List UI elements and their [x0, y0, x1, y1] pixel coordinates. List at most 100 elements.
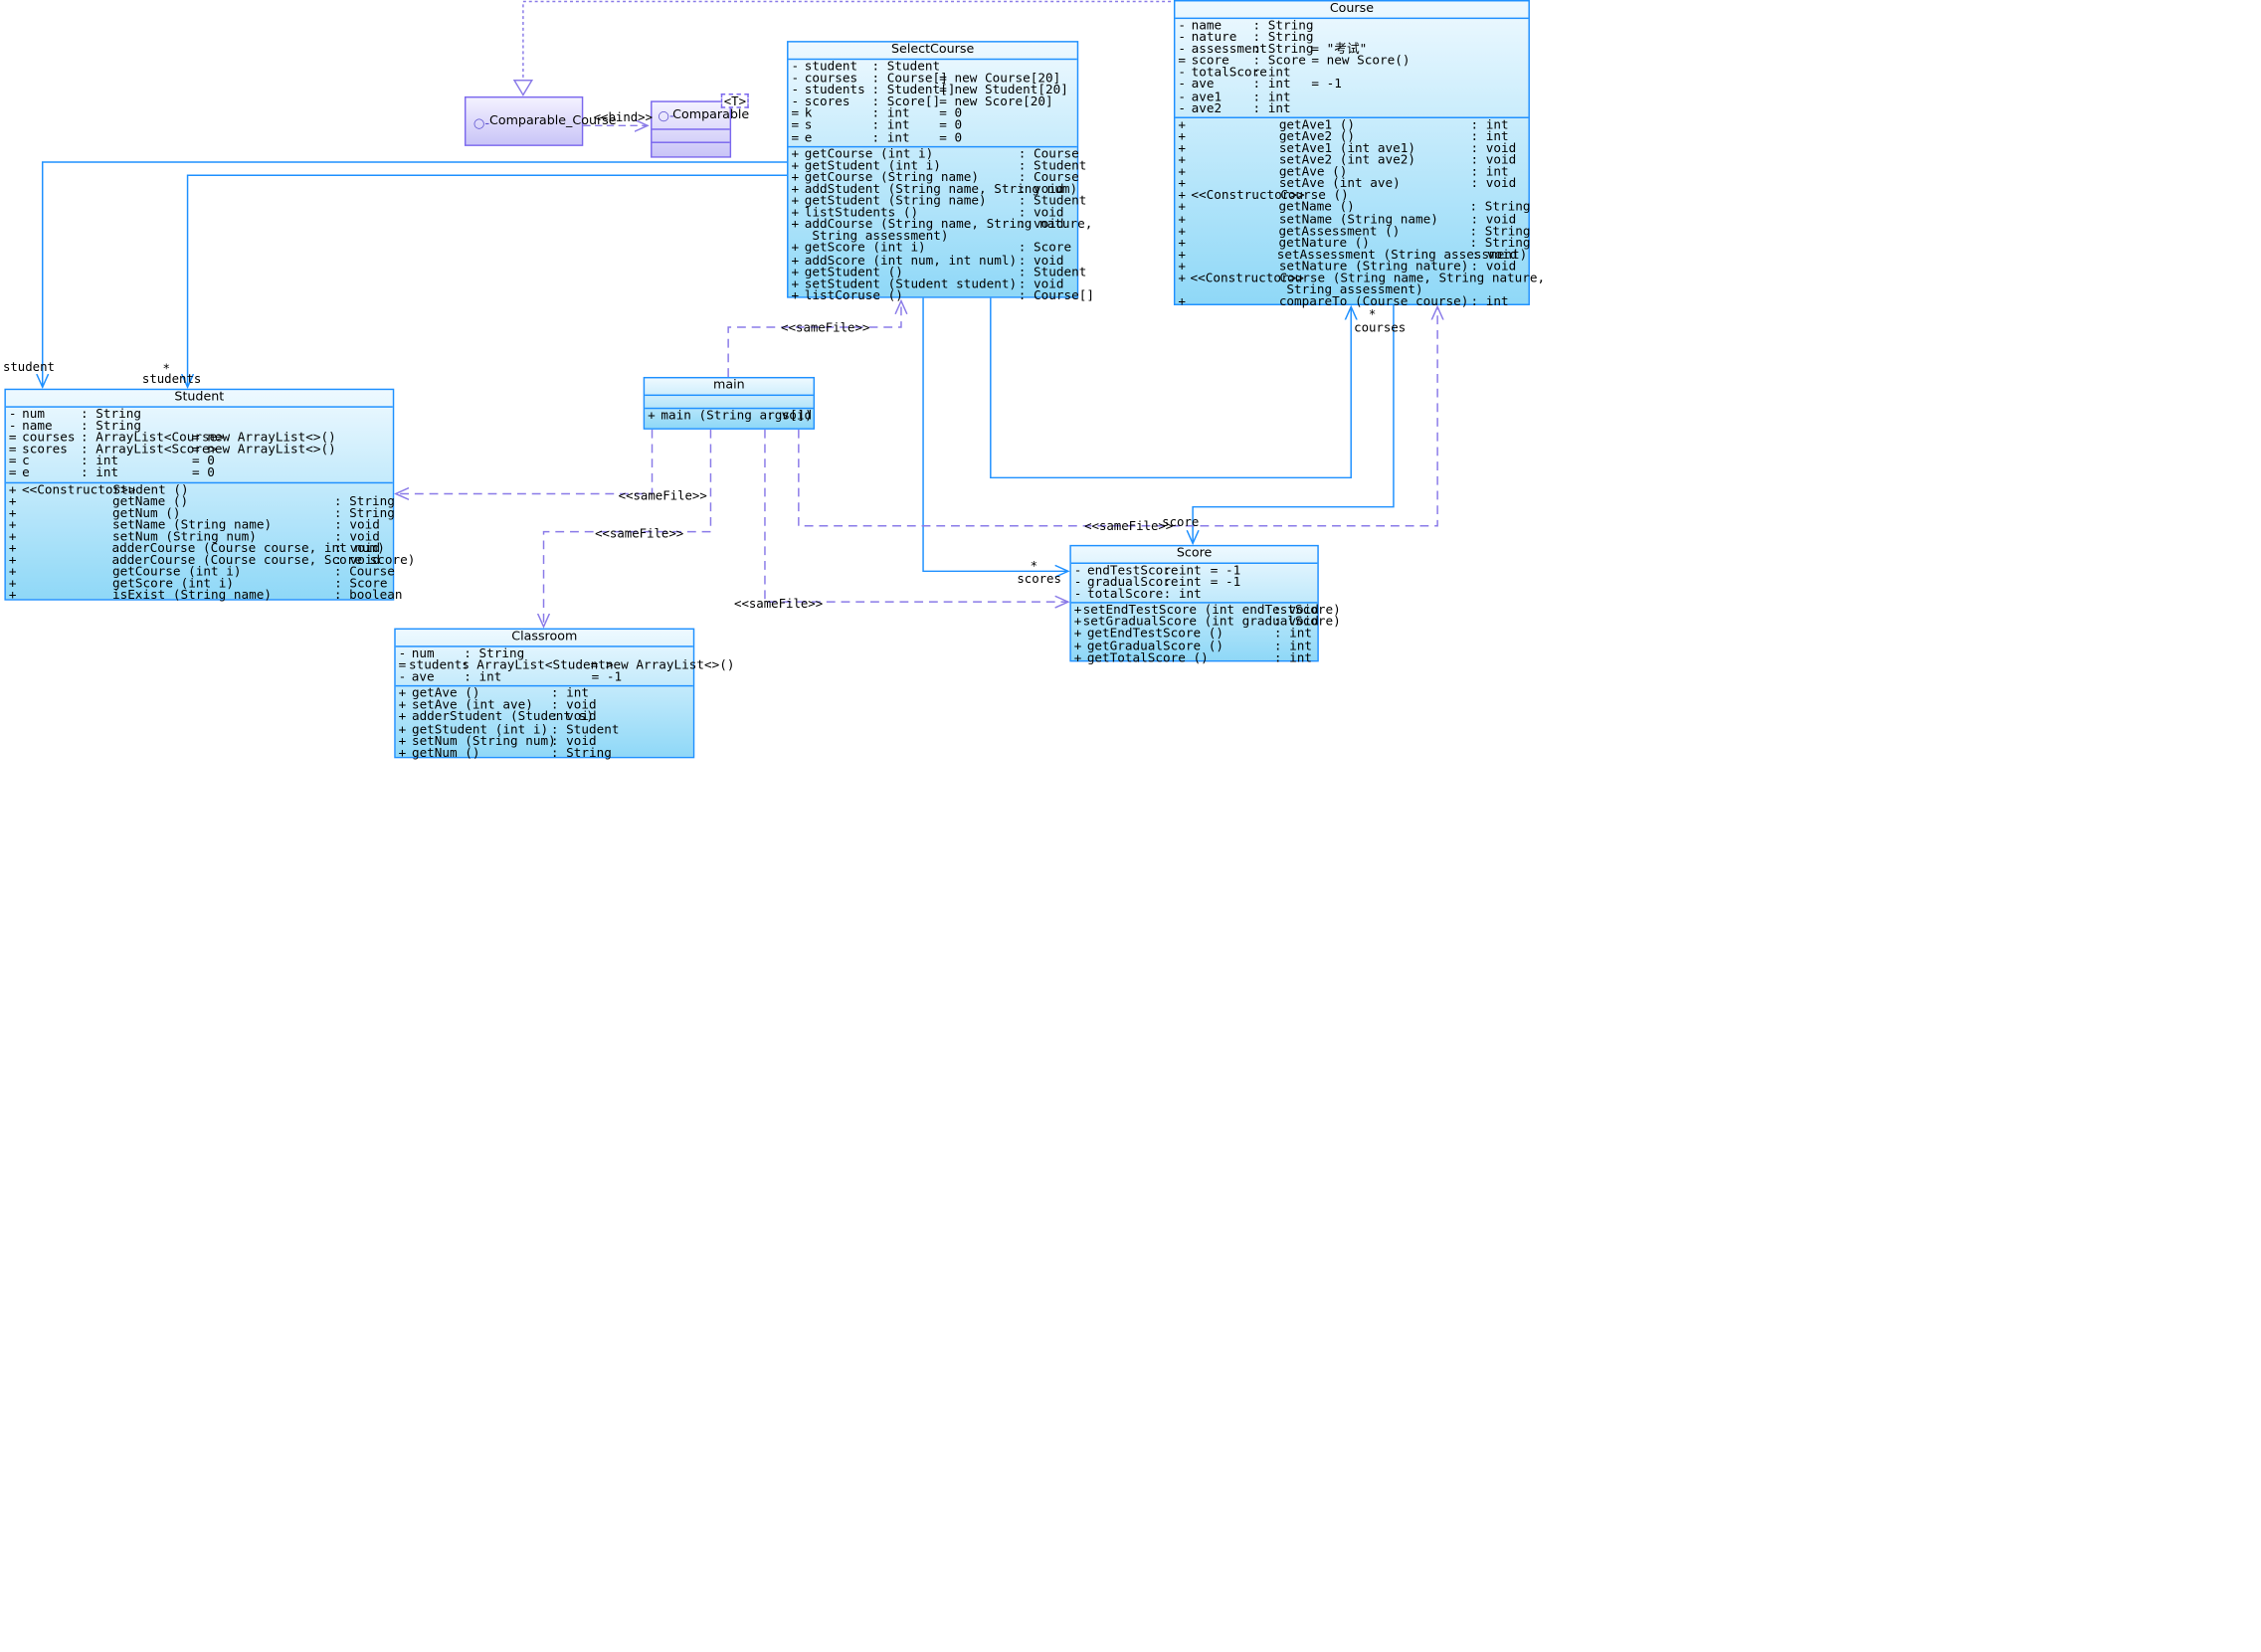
- attribute-row[interactable]: -num: String: [399, 648, 693, 661]
- operation-row[interactable]: +getAve (): int: [1178, 165, 1528, 180]
- attribute-row[interactable]: -nature: String: [1178, 32, 1528, 45]
- attribute-row[interactable]: -student: Student: [791, 60, 1076, 75]
- operation-row[interactable]: +addStudent (String name, String num): v…: [791, 183, 1077, 196]
- attribute-row[interactable]: =scores: ArrayList<Score>= new ArrayList…: [9, 444, 393, 457]
- class-main[interactable]: main +main (String args[]): void: [643, 376, 816, 430]
- operation-row[interactable]: +listCoruse (): Course[]: [791, 289, 1094, 302]
- operation-row[interactable]: +setStudent (Student student): void: [791, 278, 1076, 291]
- operation-row[interactable]: +adderCourse (Course course, Score score…: [9, 555, 416, 568]
- operation-row[interactable]: +setNature (String nature): void: [1178, 261, 1528, 274]
- attribute-cell: = new Score[20]: [939, 94, 1053, 110]
- attribute-row[interactable]: -endTestScore: int= -1: [1074, 565, 1318, 578]
- operation-cell: +: [398, 722, 407, 738]
- class-classroom[interactable]: Classroom-num: String=students: ArrayLis…: [394, 628, 735, 761]
- operation-row[interactable]: +getStudent (int i): Student: [398, 722, 693, 738]
- attribute-row[interactable]: -num: String: [9, 409, 393, 422]
- attribute-row[interactable]: -name: String: [1178, 20, 1528, 33]
- comparable-interface[interactable]: ○- Comparable: [651, 100, 749, 158]
- operation-row[interactable]: +setAve1 (int ave1): void: [1178, 141, 1528, 157]
- comparable-course-interface[interactable]: ○- Comparable_Course: [464, 95, 617, 146]
- operation-row[interactable]: +getStudent (String name): Student: [791, 195, 1086, 208]
- operation-row[interactable]: +getNum (): String: [9, 507, 395, 520]
- operation-row[interactable]: +getCourse (String name): Course: [791, 172, 1078, 185]
- operation-row[interactable]: +listStudents (): void: [791, 207, 1076, 220]
- operation-cell: [22, 520, 112, 532]
- operation-row[interactable]: +getNature (): String: [1178, 236, 1530, 252]
- operation-row[interactable]: +adderStudent (Student s): void: [399, 711, 693, 724]
- operation-row[interactable]: +getScore (int i): Score: [9, 579, 393, 592]
- operation-row[interactable]: +setAve2 (int ave2): void: [1178, 154, 1528, 167]
- operation-row[interactable]: +setAve (int ave): void: [399, 700, 693, 713]
- attribute-row[interactable]: =e: int= 0: [9, 467, 393, 480]
- operation-cell: +: [1178, 141, 1187, 157]
- attribute-row[interactable]: -courses: Course[]= new Course[20]: [791, 73, 1076, 86]
- operation-row[interactable]: +getGradualScore (): int: [1074, 639, 1318, 654]
- class-selectcourse[interactable]: SelectCourse-student: Student-courses: C…: [787, 41, 1094, 302]
- class-name: main: [645, 378, 814, 397]
- operation-row[interactable]: +getName (): String: [1178, 202, 1530, 215]
- operation-cell: : int: [1273, 639, 1313, 654]
- attribute-row[interactable]: =students: ArrayList<Student>= new Array…: [399, 660, 735, 673]
- operation-row[interactable]: +adderCourse (Course course, int num): v…: [9, 543, 393, 556]
- attribute-row[interactable]: -ave: int= -1: [399, 671, 693, 684]
- attribute-row[interactable]: =s: int= 0: [791, 120, 1076, 133]
- operation-row[interactable]: +getStudent (): Student: [791, 267, 1086, 279]
- operation-row[interactable]: +main (String args[]): void: [648, 410, 813, 423]
- attribute-row[interactable]: -scores: Score[]= new Score[20]: [791, 94, 1076, 110]
- attribute-row[interactable]: =k: int= 0: [791, 108, 1076, 121]
- attribute-row[interactable]: -ave2: int: [1178, 102, 1528, 115]
- operation-row[interactable]: +setAve (int ave): void: [1178, 178, 1528, 191]
- operation-row[interactable]: +setName (String name): void: [9, 519, 393, 532]
- operation-row[interactable]: +getScore (int i): Score: [791, 243, 1076, 256]
- operation-row[interactable]: String assessment): [1178, 284, 1528, 297]
- attribute-row[interactable]: -assessment: String= "考试": [1178, 44, 1528, 57]
- operation-row[interactable]: String assessment): [791, 231, 1076, 244]
- attribute-row[interactable]: -name: String: [9, 421, 393, 434]
- attribute-cell: = new Score(): [1311, 54, 1411, 70]
- operation-row[interactable]: +getTotalScore (): int: [1074, 652, 1318, 665]
- operation-row[interactable]: +setNum (String num): void: [9, 531, 393, 544]
- operation-row[interactable]: +setGradualScore (int gradualScore): voi…: [1074, 617, 1341, 630]
- operation-cell: getNature (): [1278, 236, 1370, 252]
- class-score[interactable]: Score-endTestScore: int= -1-gradualScore…: [1069, 544, 1341, 665]
- operation-row[interactable]: +isExist (String name): boolean: [9, 590, 403, 603]
- operation-row[interactable]: +<<Constructor>>Student (): [9, 483, 393, 496]
- operation-cell: getNum (): [411, 746, 480, 761]
- attribute-row[interactable]: -totalScore: int: [1074, 589, 1318, 602]
- attribute-row[interactable]: -totalScore: int: [1178, 68, 1528, 81]
- operation-row[interactable]: +getAssessment (): String: [1178, 226, 1530, 239]
- operation-row[interactable]: +getAve2 (): int: [1178, 130, 1528, 143]
- operation-row[interactable]: +setName (String name): void: [1178, 214, 1528, 227]
- operation-row[interactable]: +getStudent (int i): Student: [791, 160, 1086, 173]
- connectors-layer: [0, 0, 2261, 1125]
- operation-cell: getAve (): [1278, 165, 1348, 180]
- attribute-cell: -: [791, 60, 800, 75]
- operation-row[interactable]: +setEndTestScore (int endTestScore): voi…: [1074, 605, 1341, 618]
- attribute-cell: ave1: [1191, 90, 1223, 105]
- class-course[interactable]: Course-name: String-nature: String-asses…: [1173, 0, 1545, 309]
- attribute-row[interactable]: -ave: int= -1: [1178, 79, 1528, 92]
- attribute-row[interactable]: -gradualScore: int= -1: [1074, 577, 1318, 590]
- attribute-row[interactable]: =score: Score= new Score(): [1178, 54, 1528, 70]
- operation-row[interactable]: +addScore (int num, int numl): void: [791, 255, 1076, 268]
- class-student[interactable]: Student-num: String-name: String=courses…: [4, 388, 416, 603]
- operation-row[interactable]: +<<Constructor>>Course (String name, Str…: [1178, 273, 1545, 285]
- operation-row[interactable]: +getCourse (int i): Course: [9, 567, 395, 580]
- attribute-row[interactable]: -ave1: int: [1178, 90, 1528, 105]
- operation-row[interactable]: +getAve (): int: [399, 688, 693, 701]
- attribute-row[interactable]: -students: Student[]= new Student[20]: [791, 85, 1076, 97]
- operation-row[interactable]: +addCourse (String name, String nature,:…: [791, 219, 1092, 232]
- attribute-row[interactable]: =e: int= 0: [791, 132, 1076, 145]
- operation-row[interactable]: +setAssessment (String assessment): void: [1178, 249, 1528, 262]
- operation-row[interactable]: +getNum (): String: [399, 746, 693, 761]
- operation-row[interactable]: +getEndTestScore (): int: [1074, 629, 1318, 642]
- operation-row[interactable]: +compareTo (Course course): int: [1178, 296, 1528, 309]
- operation-row[interactable]: +getCourse (int i): Course: [791, 148, 1078, 161]
- assoc-selectcourse-student: [43, 161, 788, 387]
- operation-row[interactable]: +getAve1 (): int: [1178, 119, 1528, 132]
- operation-row[interactable]: +getName (): String: [9, 495, 395, 508]
- operation-row[interactable]: +<<Constructor>>Course (): [1178, 190, 1528, 203]
- attribute-row[interactable]: =courses: ArrayList<Course>= new ArrayLi…: [9, 433, 393, 446]
- operation-row[interactable]: +setNum (String num): void: [399, 735, 693, 748]
- attribute-row[interactable]: =c: int= 0: [9, 456, 393, 468]
